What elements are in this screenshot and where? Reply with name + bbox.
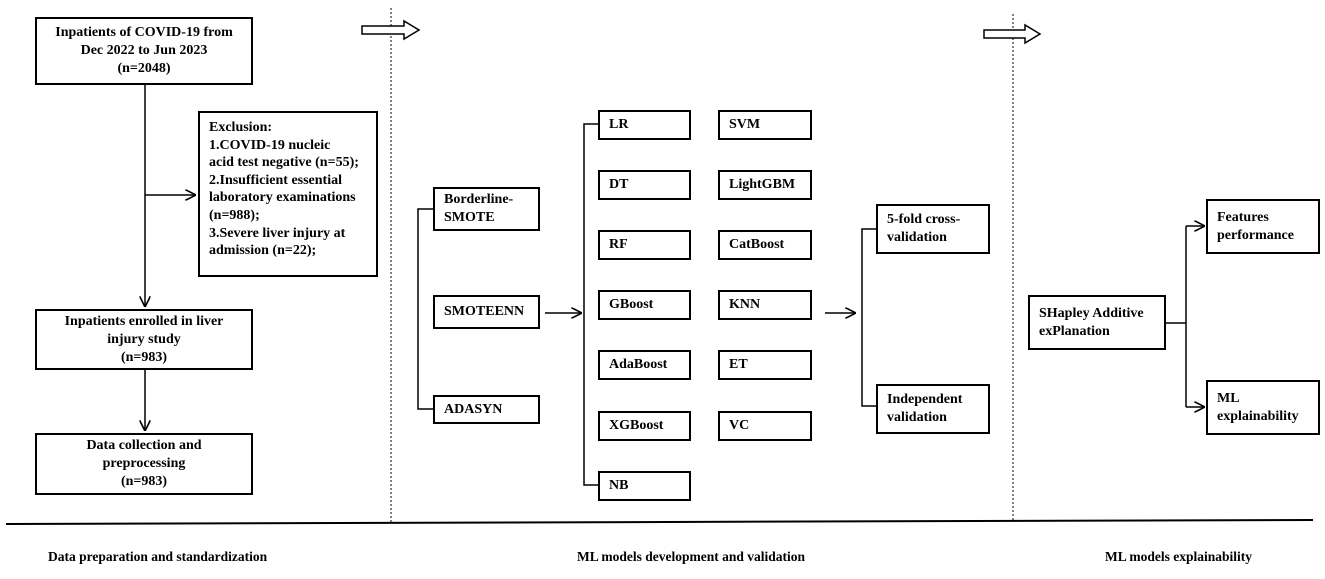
model-label: NB [609, 478, 629, 493]
model-gboost: GBoost [598, 290, 691, 320]
model-label: KNN [729, 297, 761, 312]
sampling-bracket [417, 208, 433, 410]
inpatients-line-2: Dec 2022 to Jun 2023 [80, 43, 208, 58]
validation-5-fold: 5-fold cross- validation [876, 204, 990, 254]
collection-line-1: Data collection and [86, 438, 202, 453]
validation-label: validation [887, 410, 947, 425]
model-adaboost: AdaBoost [598, 350, 691, 380]
model-label: DT [609, 177, 629, 192]
enrolled-line-1: Inpatients enrolled in liver [64, 313, 224, 329]
section-arrow-2 [983, 23, 1042, 45]
exclusion-line-3: acid test negative (n=55); [209, 155, 359, 171]
model-knn: KNN [718, 290, 812, 320]
model-xgboost: XGBoost [598, 411, 691, 441]
caption-ml-explainability: ML models explainability [1105, 549, 1253, 564]
caption-data-preparation: Data preparation and standardization [48, 549, 268, 564]
model-label: ET [729, 357, 748, 372]
output-label: explainability [1217, 408, 1299, 424]
caption-ml-development: ML models development and validation [577, 549, 806, 564]
sampling-label: ADASYN [444, 401, 503, 417]
model-label: SVM [729, 117, 761, 132]
model-label: XGBoost [609, 418, 664, 433]
collection-line-3: (n=983) [120, 474, 168, 489]
model-label: AdaBoost [609, 357, 668, 372]
inpatients-line-3: (n=2048) [117, 61, 171, 76]
sampling-smoteenn: SMOTEENN [433, 295, 540, 329]
sampling-label: SMOTEENN [444, 304, 525, 319]
enrolled-box: Inpatients enrolled in liver injury stud… [35, 309, 253, 370]
output-label: performance [1217, 227, 1294, 243]
model-svm: SVM [718, 110, 812, 140]
output-label: Features [1217, 209, 1269, 225]
inpatients-line-1: Inpatients of COVID-19 from [55, 25, 233, 40]
baseline-rule [5, 519, 1314, 525]
sampling-adasyn: ADASYN [433, 395, 540, 424]
validation-label: Independent [887, 392, 963, 407]
model-label: LightGBM [729, 177, 796, 192]
output-label: ML [1217, 390, 1240, 406]
exclusion-line-5: laboratory examinations [209, 190, 356, 206]
model-nb: NB [598, 471, 691, 501]
features-performance-box: Features performance [1206, 199, 1320, 254]
models-bracket [583, 123, 598, 486]
model-dt: DT [598, 170, 691, 200]
validation-bracket [861, 228, 876, 407]
model-label: LR [609, 117, 629, 132]
inpatients-box: Inpatients of COVID-19 from Dec 2022 to … [35, 17, 253, 85]
exclusion-line-2: 1.COVID-19 nucleic [209, 137, 331, 153]
model-label: GBoost [609, 297, 654, 312]
exclusion-line-1: Exclusion: [209, 120, 273, 135]
ml-explainability-box: ML explainability [1206, 380, 1320, 435]
shap-box: SHapley Additive exPlanation [1028, 295, 1166, 350]
exclusion-line-4: 2.Insufficient essential [209, 172, 342, 188]
exclusion-line-8: admission (n=22); [209, 243, 317, 259]
enrolled-line-3: (n=983) [120, 349, 168, 365]
sampling-label: SMOTE [444, 210, 495, 225]
model-et: ET [718, 350, 812, 380]
sampling-label: Borderline- [444, 192, 514, 207]
exclusion-line-7: 3.Severe liver injury at [209, 225, 346, 241]
validation-label: validation [887, 230, 947, 245]
shap-label: SHapley Additive [1039, 305, 1144, 321]
validation-label: 5-fold cross- [887, 212, 961, 227]
model-label: CatBoost [729, 237, 785, 252]
model-vc: VC [718, 411, 812, 441]
model-rf: RF [598, 230, 691, 260]
exclusion-line-6: (n=988); [209, 207, 260, 223]
model-lightgbm: LightGBM [718, 170, 812, 200]
collection-box: Data collection and preprocessing (n=983… [35, 433, 253, 495]
enrolled-line-2: injury study [107, 331, 181, 347]
validation-independent: Independent validation [876, 384, 990, 434]
shap-label: exPlanation [1039, 323, 1110, 339]
model-label: VC [729, 418, 750, 433]
collection-line-2: preprocessing [102, 456, 186, 471]
model-catboost: CatBoost [718, 230, 812, 260]
exclusion-box: Exclusion: 1.COVID-19 nucleic acid test … [198, 111, 378, 277]
section-arrow-1 [361, 19, 421, 41]
sampling-borderline-smote: Borderline- SMOTE [433, 187, 540, 231]
model-lr: LR [598, 110, 691, 140]
model-label: RF [609, 237, 628, 252]
